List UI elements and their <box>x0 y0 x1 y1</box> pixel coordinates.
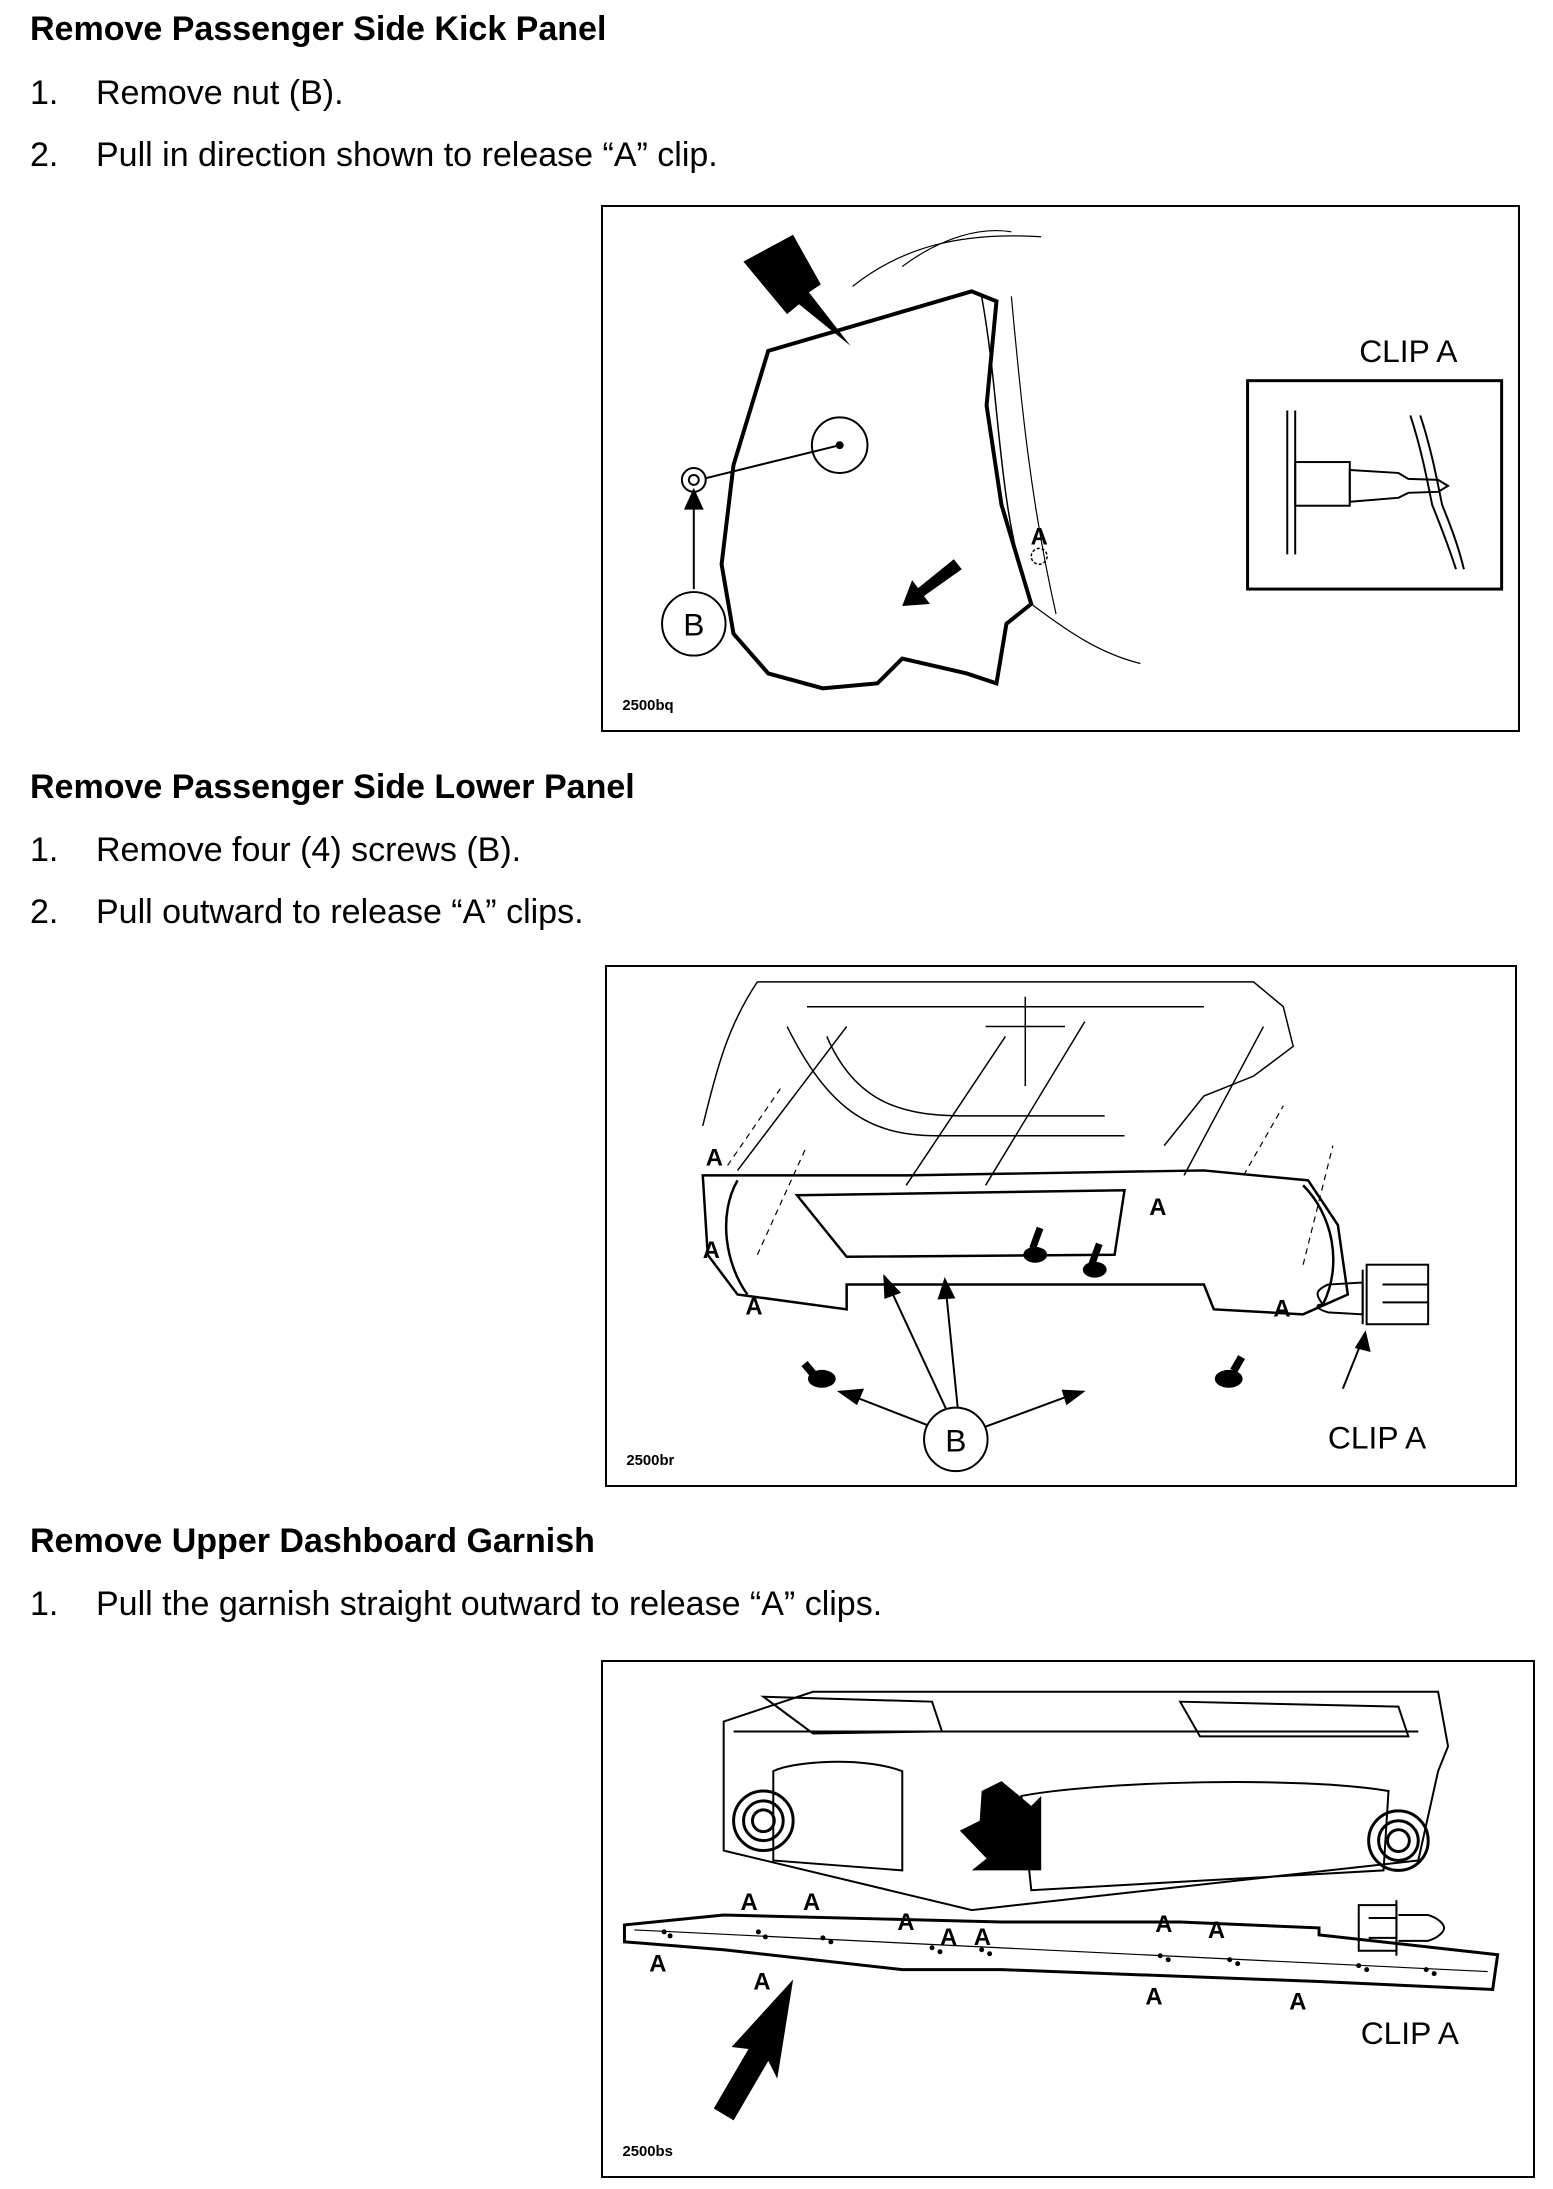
clip-a-title: CLIP A <box>1361 2015 1460 2051</box>
clip-a-detail <box>1316 1263 1430 1326</box>
vent-left-icon <box>732 1789 795 1853</box>
clip-marker: A <box>1273 1295 1290 1322</box>
step-number: 1. <box>30 831 59 869</box>
clip-marker: A <box>974 1924 991 1951</box>
screw-icon <box>801 1226 1246 1388</box>
figure-id: 2500br <box>626 1453 674 1469</box>
clip-marker: A <box>1145 1983 1162 2010</box>
pull-direction-arrow <box>713 1979 794 2121</box>
step-number: 1. <box>30 1585 59 1623</box>
step-1: 1. Pull the garnish straight outward to r… <box>30 1585 882 1624</box>
figure-kick-panel: B A CLIP A 2500bq <box>601 205 1520 732</box>
install-direction-arrow <box>959 1781 1042 1871</box>
dash-structure <box>702 981 1295 1147</box>
step-1: 1. Remove nut (B). <box>30 74 344 113</box>
clip-a-inset <box>1246 379 1504 591</box>
clip-marker: A <box>706 1144 723 1171</box>
clip-marker: A <box>1149 1194 1166 1221</box>
step-text: Remove four (4) screws (B). <box>96 831 522 869</box>
pull-direction-arrow <box>743 234 851 346</box>
step-text: Remove nut (B). <box>96 74 344 112</box>
clip-marker: A <box>741 1889 758 1916</box>
clip-marker: A <box>1031 523 1048 550</box>
clip-a-title: CLIP A <box>1328 1419 1427 1455</box>
section-heading-lower-panel: Remove Passenger Side Lower Panel <box>30 768 635 806</box>
step-number: 2. <box>30 893 59 931</box>
callout-b-circle <box>923 1406 989 1473</box>
step-number: 1. <box>30 74 59 112</box>
figure-lower-panel: A A A A A B <box>605 965 1517 1487</box>
clip-marker: A <box>649 1951 666 1978</box>
garnish-strip <box>622 1913 1500 1992</box>
clip-marker: A <box>803 1889 820 1916</box>
section-heading-kick-panel: Remove Passenger Side Kick Panel <box>30 10 607 48</box>
step-2: 2. Pull in direction shown to release “A”… <box>30 136 718 175</box>
clip-marker: A <box>703 1237 720 1264</box>
kick-panel-illustration: B A CLIP A 2500bq <box>622 230 1504 714</box>
clip-marker: A <box>745 1293 762 1320</box>
dashboard-garnish-illustration: A A A A A A A A A A A CLIP A 2500bs <box>622 1690 1500 2160</box>
step-text: Pull outward to release “A” clips. <box>96 893 584 931</box>
callout-b-circle <box>661 591 727 657</box>
clip-a-detail <box>1357 1900 1446 1956</box>
step-text: Pull in direction shown to release “A” c… <box>96 136 718 174</box>
clip-marker: A <box>1208 1917 1225 1944</box>
clip-marker: A <box>1155 1911 1172 1938</box>
clip-marker: A <box>897 1909 914 1936</box>
figure-id: 2500bs <box>622 2144 672 2160</box>
clip-a-detail <box>1286 410 1465 570</box>
release-arrow <box>902 559 962 606</box>
step-1: 1. Remove four (4) screws (B). <box>30 831 521 870</box>
section-heading-dashboard-garnish: Remove Upper Dashboard Garnish <box>30 1522 595 1560</box>
callout-b-label: B <box>945 1422 966 1458</box>
clip-marker: A <box>1289 1988 1306 2015</box>
figure-dashboard-garnish: A A A A A A A A A A A CLIP A 2500bs <box>601 1660 1535 2178</box>
nut-hole <box>810 416 869 474</box>
lower-panel <box>701 1169 1350 1316</box>
clip-a-title: CLIP A <box>1359 333 1458 369</box>
clip-marker: A <box>753 1968 770 1995</box>
vent-right-icon <box>1367 1809 1430 1872</box>
dashboard <box>722 1690 1450 1912</box>
callout-b-label: B <box>683 607 704 643</box>
figure-id: 2500bq <box>622 698 673 714</box>
step-number: 2. <box>30 136 59 174</box>
kick-panel-outline <box>719 289 1034 691</box>
clip-marker: A <box>940 1924 957 1951</box>
step-text: Pull the garnish straight outward to rel… <box>96 1585 883 1623</box>
lower-panel-illustration: A A A A A B <box>626 981 1430 1473</box>
step-2: 2. Pull outward to release “A” clips. <box>30 893 584 932</box>
